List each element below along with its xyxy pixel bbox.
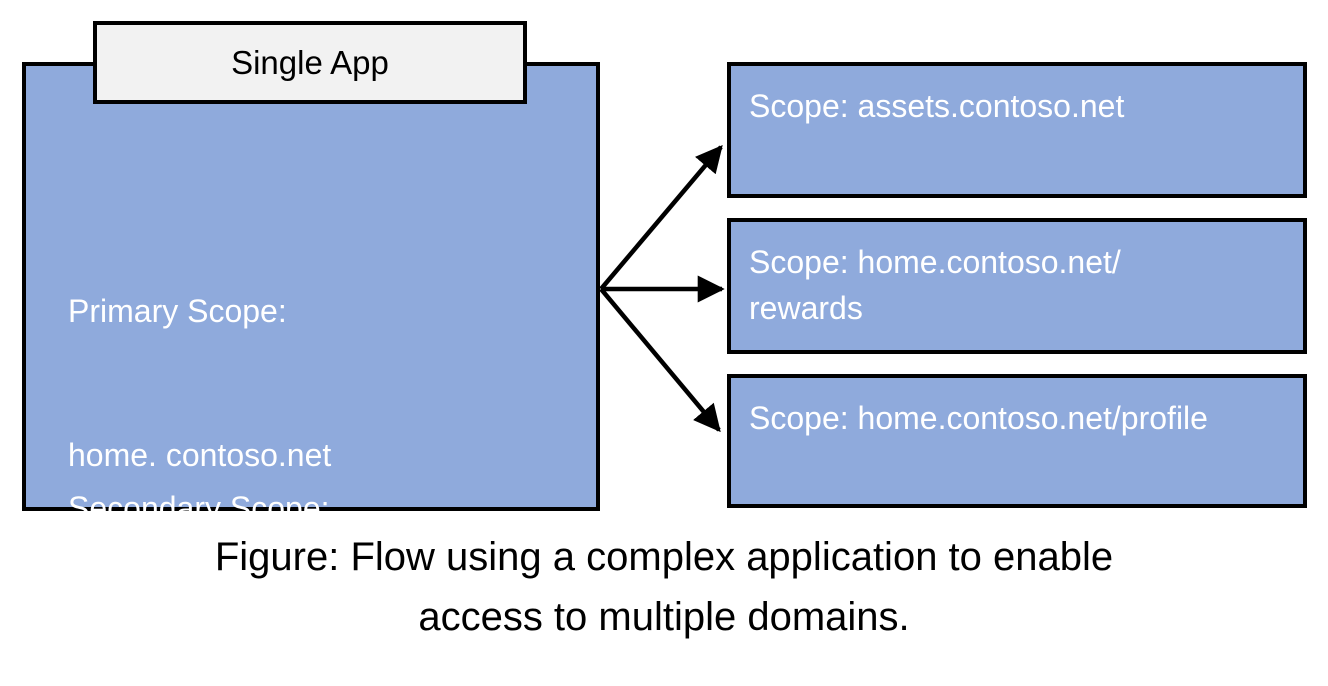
primary-scope-label: Primary Scope:: [68, 293, 287, 329]
secondary-scope-value: assets.contoso.net: [68, 634, 335, 670]
scope-box-rewards-text-line2: rewards: [749, 290, 863, 326]
scope-box-profile: Scope: home.contoso.net/profile: [727, 374, 1307, 508]
secondary-scope-text: Secondary Scope: assets.contoso.net: [68, 388, 335, 686]
primary-scope-text: Primary Scope: home. contoso.net: [68, 191, 331, 575]
figure-caption-line1: Figure: Flow using a complex application…: [214, 535, 1114, 579]
figure-caption: Figure: Flow using a complex application…: [0, 527, 1328, 647]
scope-box-rewards-text-line1: Scope: home.contoso.net/: [749, 244, 1121, 280]
arrow-to-assets-icon: [599, 144, 723, 291]
figure-caption-line2: access to multiple domains.: [418, 595, 910, 639]
single-app-title: Single App: [231, 43, 389, 81]
scope-box-profile-text: Scope: home.contoso.net/profile: [749, 400, 1208, 436]
arrow-to-profile-icon: [599, 287, 721, 433]
primary-scope-value: home. contoso.net: [68, 437, 332, 473]
single-app-title-box: Single App: [93, 21, 527, 104]
scope-box-assets: Scope: assets.contoso.net: [727, 62, 1307, 198]
secondary-scope-label: Secondary Scope:: [68, 490, 330, 526]
scope-box-rewards: Scope: home.contoso.net/ rewards: [727, 218, 1307, 354]
scope-box-assets-text: Scope: assets.contoso.net: [749, 88, 1125, 124]
single-app-box: Primary Scope: home. contoso.net Seconda…: [22, 62, 600, 670]
